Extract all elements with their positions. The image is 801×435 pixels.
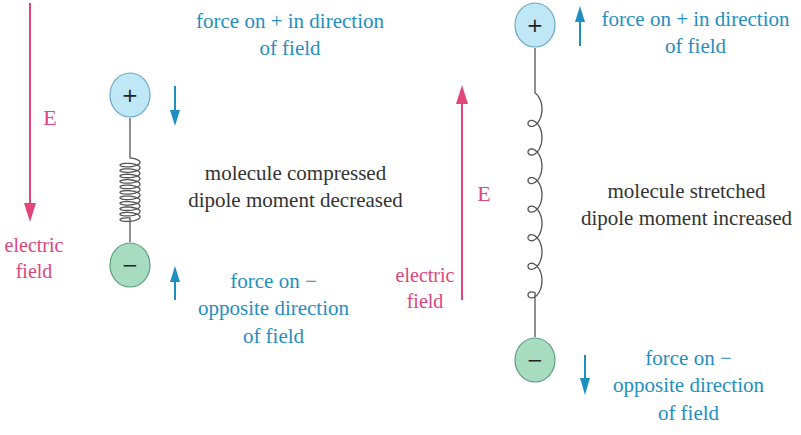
arrow-head (170, 110, 180, 126)
charge-circle: − (109, 242, 151, 288)
arrow-head (170, 266, 180, 282)
arrow-head (24, 203, 36, 222)
arrow-head (580, 378, 590, 395)
force-note: force on − opposite direction of field (195, 268, 352, 350)
charge-circle: + (109, 72, 151, 118)
force-arrow (174, 280, 176, 300)
field-label: electric field (393, 262, 457, 314)
charge-sign: + (514, 2, 556, 48)
field-arrow (461, 101, 463, 300)
force-arrow (584, 355, 586, 380)
charge-sign: − (514, 337, 556, 383)
force-note: force on + in direction of field (598, 6, 793, 61)
spring-bond (120, 118, 140, 242)
circle-shape (515, 338, 555, 382)
spring-bond (528, 48, 542, 337)
force-note: force on − opposite direction of field (610, 345, 767, 427)
charge-circle: − (514, 337, 556, 383)
force-arrow (579, 20, 581, 46)
circle-shape (110, 73, 150, 117)
molecule-note: molecule stretched dipole moment increas… (580, 178, 793, 233)
arrow-head (575, 6, 585, 22)
charge-sign: + (109, 72, 151, 118)
charge-circle: + (514, 2, 556, 48)
force-note: force on + in direction of field (190, 8, 390, 63)
circle-shape (110, 243, 150, 287)
field-symbol: E (38, 104, 62, 133)
circle-shape (515, 3, 555, 47)
molecule-note: molecule compressed dipole moment decrea… (183, 160, 408, 215)
field-symbol: E (472, 180, 496, 209)
charge-sign: − (109, 242, 151, 288)
arrow-head (456, 85, 468, 104)
field-arrow (29, 3, 31, 206)
force-arrow (174, 86, 176, 112)
field-label: electric field (2, 232, 66, 284)
